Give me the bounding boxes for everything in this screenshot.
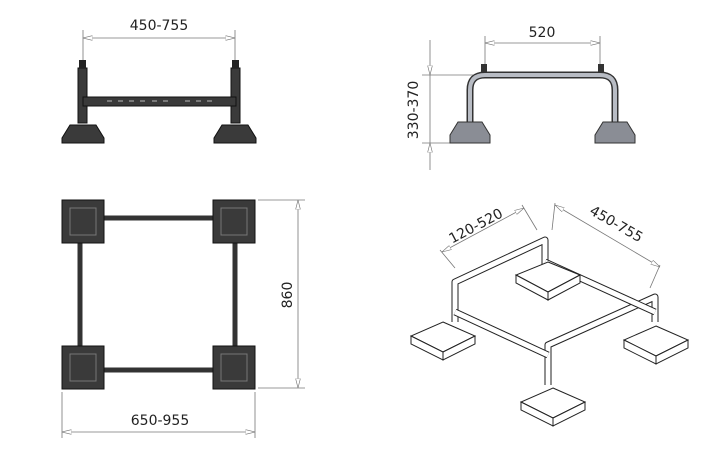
foot xyxy=(212,199,256,244)
foot xyxy=(61,345,105,390)
iso-dimension-a: 120-520 xyxy=(447,206,506,248)
foot xyxy=(594,121,636,144)
iso-dimension-b: 450-755 xyxy=(587,203,646,246)
top-depth-dimension: 860 xyxy=(280,282,296,309)
foot xyxy=(213,124,257,144)
side-view: 520 330-370 xyxy=(406,25,636,170)
top-view: 860 650-955 xyxy=(61,199,305,438)
front-view: 450-755 xyxy=(61,18,257,144)
foot xyxy=(212,345,256,390)
foot xyxy=(449,121,491,144)
foot xyxy=(61,199,105,244)
foot xyxy=(61,124,105,144)
front-width-dimension: 450-755 xyxy=(130,18,189,34)
side-width-dimension: 520 xyxy=(529,25,556,41)
iso-view: 120-520 450-755 xyxy=(409,202,690,427)
side-height-dimension: 330-370 xyxy=(406,81,422,140)
top-width-dimension: 650-955 xyxy=(131,413,190,429)
